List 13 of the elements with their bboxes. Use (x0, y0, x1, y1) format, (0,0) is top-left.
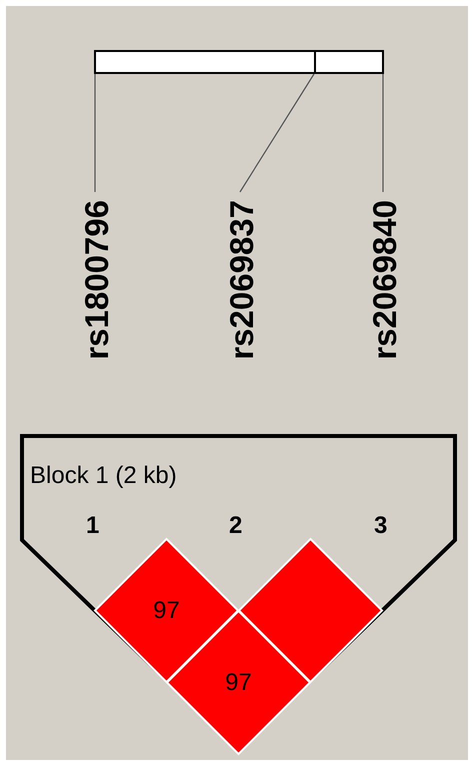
ld-value: 97 (152, 596, 181, 624)
leader-line (240, 74, 314, 192)
snp-label: rs2069840 (368, 200, 401, 360)
leader-line (94, 74, 96, 192)
marker-number: 1 (86, 512, 100, 540)
snp-label: rs1800796 (80, 200, 113, 360)
block-title: Block 1 (2 kb) (30, 462, 177, 490)
ld-value: 97 (224, 668, 253, 696)
leader-line (382, 74, 384, 192)
snp-label: rs2069837 (225, 200, 258, 360)
gene-bar (94, 50, 384, 74)
marker-number: 2 (229, 512, 242, 540)
marker-number: 3 (374, 512, 388, 540)
